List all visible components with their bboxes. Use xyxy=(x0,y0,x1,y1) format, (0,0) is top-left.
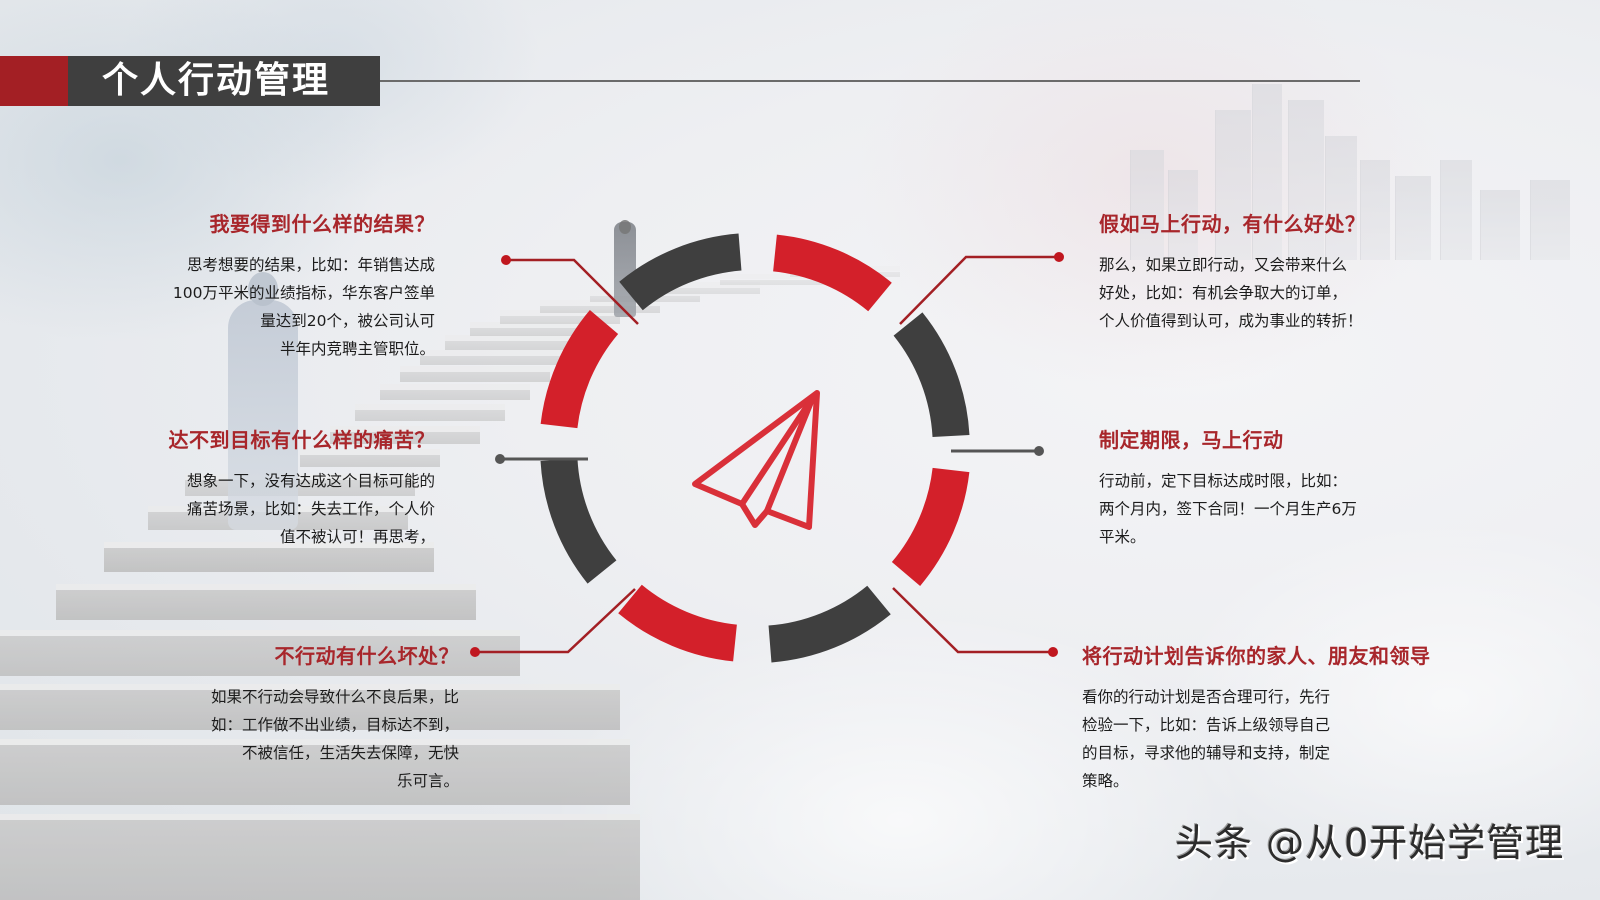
item-title: 制定期限，马上行动 xyxy=(1099,428,1284,452)
city-skyline-background xyxy=(1120,60,1600,260)
item-title: 达不到目标有什么样的痛苦？ xyxy=(168,428,435,452)
watermark: 头条 @从0开始学管理 xyxy=(1175,821,1565,865)
ring-segment-bottom-right xyxy=(768,585,891,663)
ring-segment-left-lower xyxy=(540,458,617,584)
paper-plane-icon xyxy=(692,390,820,530)
connector-top-left xyxy=(501,255,639,325)
connector-top-right xyxy=(899,252,1064,325)
ring xyxy=(540,233,970,663)
connector-mid-right xyxy=(951,446,1044,456)
item-title: 我要得到什么样的结果？ xyxy=(209,212,435,236)
item-title: 不行动有什么坏处？ xyxy=(274,644,459,668)
item-block-pain: 达不到目标有什么样的痛苦？ 想象一下，没有达成这个目标可能的 痛苦场景，比如：失… xyxy=(169,424,436,551)
ring-segment-right-upper xyxy=(893,312,970,438)
ring-segment-left-upper xyxy=(540,310,619,429)
page-title: 个人行动管理 xyxy=(68,56,380,106)
item-block-action-benefit: 假如马上行动，有什么好处？ 那么，如果立即行动，又会带来什么 好处，比如：有机会… xyxy=(1099,208,1366,335)
item-title: 假如马上行动，有什么好处？ xyxy=(1099,212,1366,236)
item-body: 看你的行动计划是否合理可行，先行 检验一下，比如：告诉上级领导自己 的目标，寻求… xyxy=(1082,688,1331,790)
connector-bottom-right xyxy=(892,587,1058,657)
ring-segment-right-lower xyxy=(891,467,970,586)
item-body: 那么，如果立即行动，又会带来什么 好处，比如：有机会争取大的订单， 个人价值得到… xyxy=(1099,256,1363,330)
title-accent-block xyxy=(0,56,68,106)
item-body: 想象一下，没有达成这个目标可能的 痛苦场景，比如：失去工作，个人价 值不被认可！… xyxy=(186,472,435,546)
businessman-head xyxy=(248,272,278,306)
title-divider xyxy=(380,80,1360,82)
item-title: 将行动计划告诉你的家人、朋友和领导 xyxy=(1082,644,1431,668)
item-body: 如果不行动会导致什么不良后果，比 如：工作做不出业绩，目标达不到， 不被信任，生… xyxy=(210,688,459,790)
connector-bottom-left xyxy=(470,588,636,657)
ring-segment-top-right xyxy=(772,234,892,312)
item-body: 行动前，定下目标达成时限，比如： 两个月内，签下合同！一个月生产6万 平米。 xyxy=(1099,472,1357,546)
ring-segment-bottom-left xyxy=(618,584,738,662)
businessman-figure xyxy=(228,300,298,530)
item-block-inaction-harm: 不行动有什么坏处？ 如果不行动会导致什么不良后果，比 如：工作做不出业绩，目标达… xyxy=(211,640,459,795)
item-body: 思考想要的结果，比如：年销售达成 100万平米的业绩指标，华东客户签单 量达到2… xyxy=(172,256,435,358)
item-block-deadline: 制定期限，马上行动 行动前，定下目标达成时限，比如： 两个月内，签下合同！一个月… xyxy=(1099,424,1357,551)
item-block-share-plan: 将行动计划告诉你的家人、朋友和领导 看你的行动计划是否合理可行，先行 检验一下，… xyxy=(1082,640,1431,795)
ring-segment-top-left xyxy=(619,233,742,311)
item-block-desired-result: 我要得到什么样的结果？ 思考想要的结果，比如：年销售达成 100万平米的业绩指标… xyxy=(173,208,435,363)
title-bar: 个人行动管理 xyxy=(0,56,380,106)
small-businessman-head xyxy=(619,220,631,234)
connector-mid-left xyxy=(495,454,588,464)
